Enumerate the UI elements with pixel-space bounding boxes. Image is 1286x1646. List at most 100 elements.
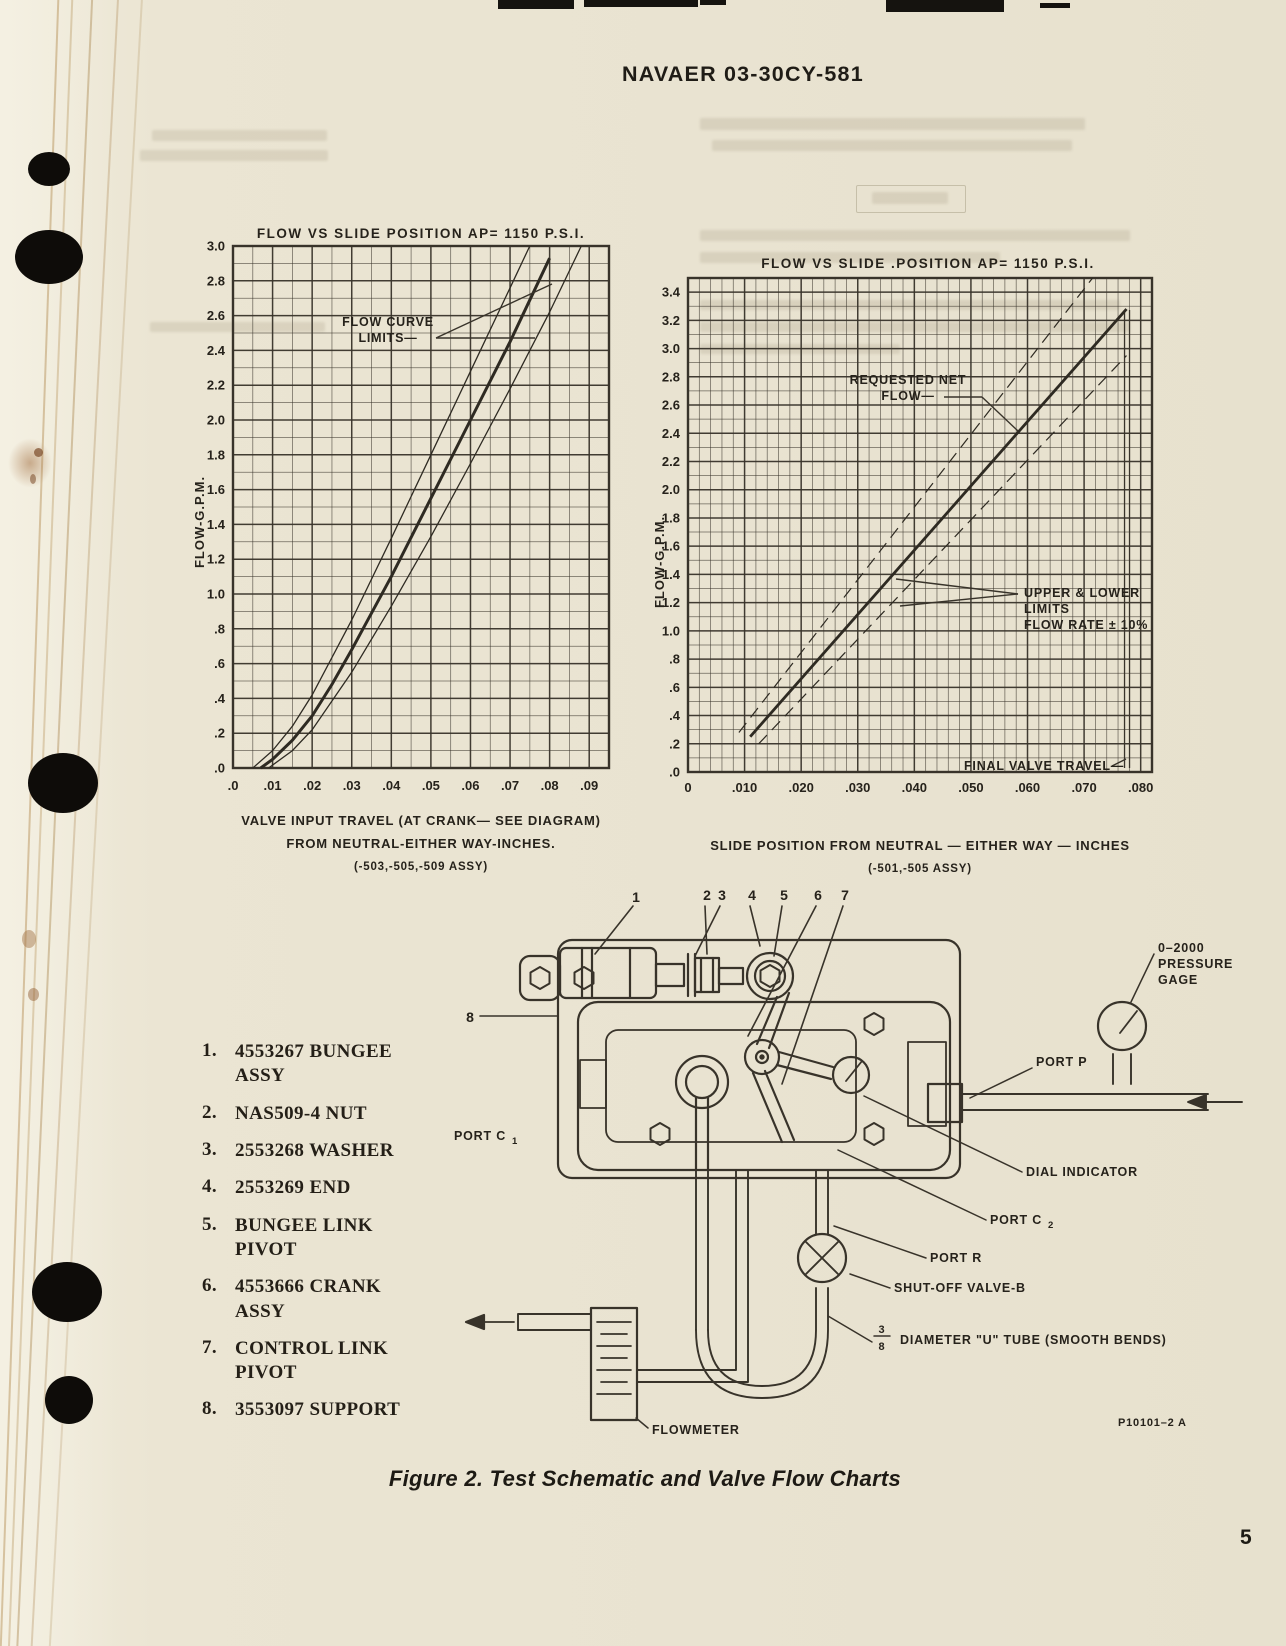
bleedthrough-text bbox=[150, 322, 325, 332]
annotation-text: FINAL VALVE TRAVEL— bbox=[964, 759, 1124, 773]
shut-off-valve bbox=[796, 1169, 848, 1284]
list-item: 3.2553268 WASHER bbox=[202, 1139, 412, 1163]
y-tick-label: .0 bbox=[214, 761, 225, 776]
series-lower-flow-curve-limit bbox=[268, 245, 582, 769]
part-label: 3553097 SUPPORT bbox=[235, 1399, 401, 1421]
y-tick-label: 2.8 bbox=[207, 273, 225, 288]
y-tick-label: .4 bbox=[214, 691, 226, 706]
series-upper-limit-flow-rate-+10% bbox=[738, 277, 1094, 733]
series bbox=[252, 245, 582, 770]
crank-assembly bbox=[743, 991, 871, 1144]
x-tick-label: .05 bbox=[422, 778, 440, 793]
callout-6: 6 bbox=[814, 887, 822, 903]
part-label: CONTROL LINK PIVOT bbox=[235, 1337, 389, 1384]
x-tick-label: .04 bbox=[382, 778, 401, 793]
list-item: 2.NAS509-4 NUT bbox=[202, 1102, 412, 1126]
list-item: 7.CONTROL LINK PIVOT bbox=[202, 1337, 412, 1386]
bleedthrough-text bbox=[700, 230, 1130, 241]
flow-arrow-out bbox=[464, 1313, 486, 1331]
bleedthrough-text bbox=[152, 130, 327, 141]
annotation-leader bbox=[435, 283, 553, 339]
part-number: 2. bbox=[202, 1101, 218, 1123]
y-tick-label: 3.0 bbox=[207, 239, 225, 254]
x-tick-label: .06 bbox=[461, 778, 479, 793]
chart-title: FLOW VS SLIDE POSITION AP= 1150 P.S.I. bbox=[257, 226, 585, 241]
x-tick-label: .040 bbox=[902, 780, 927, 795]
annotation-leader bbox=[1111, 758, 1127, 767]
annotation-text: UPPER & LOWER bbox=[1024, 586, 1140, 600]
x-tick-label: .03 bbox=[343, 778, 361, 793]
x-axis-label: (-503,-505,-509 ASSY) bbox=[354, 861, 488, 873]
punch-hole bbox=[28, 152, 70, 186]
annotation-text: FLOW RATE ± 10% bbox=[1024, 618, 1148, 632]
return-pipe bbox=[637, 1169, 749, 1383]
x-tick-label: .050 bbox=[958, 780, 983, 795]
test-schematic: 1 2 3 4 5 6 7 8 0–2000 PRESSURE GAGE POR… bbox=[454, 887, 1243, 1437]
y-tick-label: 2.6 bbox=[662, 398, 680, 413]
parts-list: 1. 4553267 BUNGEE ASSY 2.NAS509-4 NUT 3.2… bbox=[202, 1040, 412, 1436]
port-c2-label: PORT C bbox=[990, 1213, 1042, 1227]
plot-border bbox=[686, 276, 1154, 774]
scan-artifact bbox=[700, 0, 726, 5]
x-tick-label: .030 bbox=[845, 780, 870, 795]
bleedthrough-text bbox=[140, 150, 328, 161]
x-tick-label: 0 bbox=[684, 780, 691, 795]
annotation-leader bbox=[895, 578, 1019, 595]
callout-leaders bbox=[479, 905, 844, 1085]
paper-stain bbox=[30, 474, 36, 484]
punch-hole bbox=[15, 230, 83, 284]
y-tick-label: 2.2 bbox=[207, 378, 225, 393]
port-c1-subscript: 1 bbox=[512, 1136, 518, 1147]
y-tick-label: .8 bbox=[214, 621, 225, 636]
callout-1: 1 bbox=[632, 889, 640, 905]
punch-hole bbox=[28, 753, 98, 813]
u-tube-fraction-numerator: 3 bbox=[879, 1324, 886, 1336]
dial-indicator-ball bbox=[831, 1055, 871, 1095]
y-tick-label: .4 bbox=[669, 708, 681, 723]
annotations: FLOW CURVE LIMITS— bbox=[342, 283, 553, 345]
annotation-text: FLOW CURVE bbox=[342, 315, 434, 329]
y-tick-label: 1.2 bbox=[207, 552, 225, 567]
y-tick-label: 2.0 bbox=[662, 482, 680, 497]
series-nominal-flow-curve bbox=[259, 257, 551, 770]
part-number: 1. bbox=[202, 1040, 218, 1061]
part-label: 2553269 END bbox=[235, 1177, 351, 1199]
page-number: 5 bbox=[1240, 1526, 1252, 1549]
x-tick-label: .0 bbox=[228, 778, 239, 793]
y-tick-label: 1.6 bbox=[662, 539, 680, 554]
bleedthrough-caution-box bbox=[856, 185, 966, 213]
bleedthrough-text bbox=[700, 300, 1120, 310]
flowmeter-label: FLOWMETER bbox=[652, 1423, 740, 1437]
y-axis-label: FLOW-G.P.M. bbox=[652, 516, 667, 608]
u-tube bbox=[695, 1169, 829, 1399]
series bbox=[738, 277, 1131, 768]
y-tick-label: .2 bbox=[669, 736, 680, 751]
y-tick-label: 1.2 bbox=[662, 595, 680, 610]
x-axis-label: SLIDE POSITION FROM NEUTRAL — EITHER WAY… bbox=[710, 838, 1130, 853]
port-r-label: PORT R bbox=[930, 1251, 982, 1265]
pressure-gage-label: GAGE bbox=[1158, 973, 1198, 987]
callout-8: 8 bbox=[466, 1009, 474, 1025]
annotation-text: LIMITS— bbox=[358, 331, 417, 345]
pressure-gage-label: 0–2000 bbox=[1158, 941, 1205, 955]
scan-artifact bbox=[498, 0, 574, 9]
annotation-text: REQUESTED NET bbox=[850, 373, 967, 387]
part-label: 4553267 BUNGEE ASSY bbox=[235, 1041, 393, 1087]
gage-needle bbox=[1119, 1010, 1138, 1034]
y-tick-label: 1.0 bbox=[207, 587, 225, 602]
y-tick-label: .0 bbox=[669, 765, 680, 780]
callout-4: 4 bbox=[748, 887, 756, 903]
y-tick-label: 1.4 bbox=[207, 517, 226, 532]
y-axis-label: FLOW-G.P.M. bbox=[192, 476, 207, 568]
y-tick-label: 2.4 bbox=[207, 343, 226, 358]
x-axis-label: FROM NEUTRAL-EITHER WAY-INCHES. bbox=[286, 836, 555, 851]
punch-hole bbox=[45, 1376, 93, 1424]
callout-numbers: 1 2 3 4 5 6 7 8 bbox=[466, 887, 849, 1025]
callout-2: 2 bbox=[703, 887, 711, 903]
port-p-label: PORT P bbox=[1036, 1055, 1087, 1069]
y-tick-label: .6 bbox=[669, 680, 680, 695]
y-tick-label: 2.2 bbox=[662, 454, 680, 469]
x-axis-label: VALVE INPUT TRAVEL (AT CRANK— SEE DIAGRA… bbox=[241, 813, 601, 828]
x-tick-label: .060 bbox=[1015, 780, 1040, 795]
